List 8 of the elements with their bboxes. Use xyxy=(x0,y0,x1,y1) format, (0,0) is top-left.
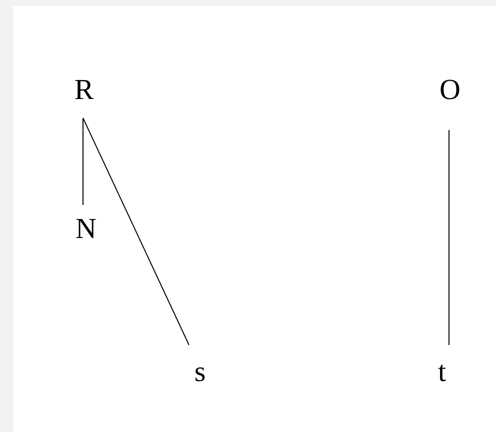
node-letter: s xyxy=(194,355,206,390)
connector-line xyxy=(82,118,190,346)
node-letter: t xyxy=(438,355,446,390)
connector-line xyxy=(448,130,450,346)
node-letter: O xyxy=(440,73,460,108)
connector-line xyxy=(82,118,84,206)
node-letter: N xyxy=(76,212,96,247)
node-letter: R xyxy=(74,73,94,108)
